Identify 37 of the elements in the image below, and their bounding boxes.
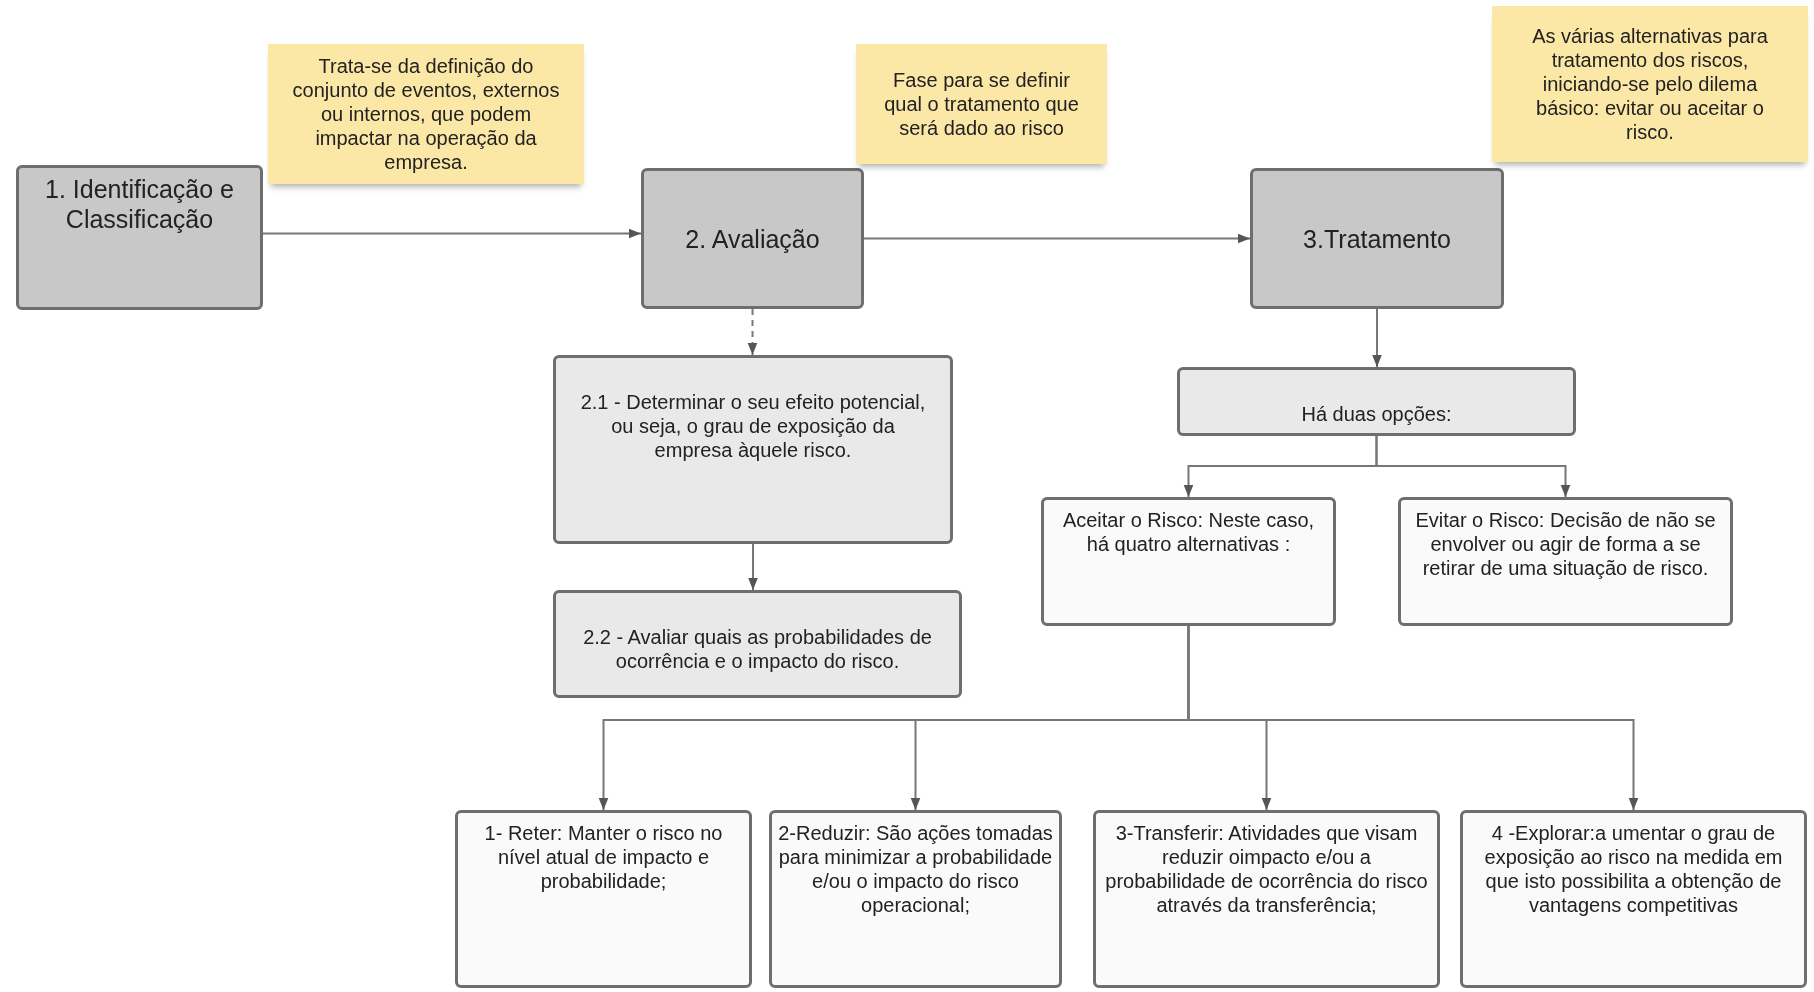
process-box (1177, 367, 1576, 436)
node-text: 2-Reduzir: São ações tomadas para minimizar a probabilidade e/ou o impacto do risco operacional; (778, 821, 1053, 917)
arrow (1375, 435, 1571, 498)
node-text: As várias alternativas para tratamento dos riscos, iniciando-se pelo dilema básico: evitar ou aceitar o risco. (1531, 24, 1769, 144)
arrow (1372, 308, 1382, 368)
node-text: 3-Transferir: Atividades que visam reduzir oimpacto e/ou a probabilidade de ocorrência do risco através da transferência; (1104, 821, 1429, 917)
node-text: 2. Avaliação (684, 223, 821, 254)
option-box (769, 810, 1062, 988)
node-text: Há duas opções: (1300, 401, 1453, 426)
node-text: Fase para se definir qual o tratamento que será dado ao risco (883, 68, 1080, 140)
arrow (262, 228, 642, 239)
node-text: 2.1 - Determinar o seu efeito potencial, ou seja, o grau de exposição da empresa àquele risco. (579, 390, 927, 462)
arrow (1187, 625, 1639, 811)
phase-box (1250, 168, 1504, 309)
node-text: 2.2 - Avaliar quais as probabilidades de ocorrência e o impacto do risco. (582, 625, 933, 673)
arrow (747, 308, 758, 356)
process-box (553, 590, 962, 698)
node-text: 4 -Explorar:a umentar o grau de exposição ao risco na medida em que isto possibilita a obtenção de vantagens competitivas (1483, 821, 1784, 917)
sticky-note (268, 44, 584, 184)
sticky-note (856, 44, 1107, 164)
arrow (863, 233, 1251, 244)
arrow (748, 543, 758, 591)
process-box (553, 355, 953, 544)
sticky-note (1492, 6, 1808, 162)
option-box (1398, 497, 1733, 626)
node-text: 1- Reter: Manter o risco no nível atual de impacto e probabilidade; (483, 821, 724, 893)
phase-box (641, 168, 864, 309)
option-box (1041, 497, 1336, 626)
node-text: Evitar o Risco: Decisão de não se envolver ou agir de forma a se retirar de uma situação de risco. (1414, 508, 1717, 580)
option-box (455, 810, 752, 988)
option-box (1460, 810, 1807, 988)
node-text: 3.Tratamento (1302, 223, 1452, 254)
node-text: Aceitar o Risco: Neste caso, há quatro alternativas : (1061, 508, 1316, 556)
phase-box (16, 165, 263, 310)
node-text: 1. Identificação e Classificação (44, 174, 235, 234)
node-text: Trata-se da definição do conjunto de eventos, externos ou internos, que podem impactar na operação da empresa. (291, 54, 561, 174)
option-box (1093, 810, 1440, 988)
